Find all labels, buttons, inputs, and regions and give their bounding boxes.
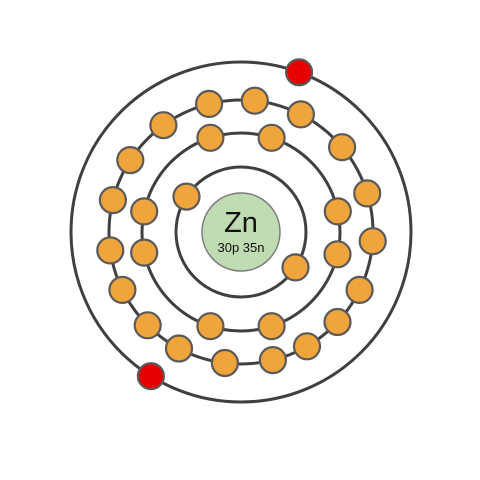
electron-shell-3	[98, 186, 128, 215]
electron-shell-2	[257, 123, 286, 152]
electron-shell-3	[292, 332, 322, 361]
nucleus-label: 30p 35n	[218, 240, 265, 255]
nucleus-circle	[201, 192, 281, 272]
orbit-shell-2	[140, 131, 342, 333]
electrons	[96, 58, 387, 391]
electron-shell-3	[164, 334, 194, 363]
electron-shell-3	[358, 227, 387, 256]
electron-shell-2	[130, 197, 159, 226]
electron-shell-3	[353, 179, 382, 208]
electron-shell-3	[210, 348, 239, 378]
element-symbol: Zn	[224, 207, 258, 239]
electron-shell-3	[96, 236, 125, 265]
nucleus: Zn 30p 35n	[201, 192, 281, 272]
electron-shell-3	[108, 275, 137, 304]
electron-shell-3	[240, 86, 269, 115]
electron-shell-3	[328, 133, 357, 162]
valence-electron-shell-4	[136, 362, 165, 391]
electron-shell-2	[323, 240, 352, 269]
electron-shell-3	[323, 307, 352, 337]
electron-shell-3	[149, 111, 178, 140]
valence-electron-shell-4	[285, 58, 314, 87]
electron-shell-3	[116, 146, 145, 175]
electron-shell-1	[172, 182, 201, 211]
electron-shell-3	[133, 311, 162, 340]
electron-shell-1	[281, 253, 310, 282]
electron-shell-2	[196, 312, 225, 341]
electron-shell-3	[258, 346, 287, 375]
electron-shell-2	[257, 312, 286, 341]
electron-shell-3	[345, 275, 374, 304]
electron-shell-2	[196, 123, 225, 152]
electron-shell-2	[323, 197, 352, 226]
electron-shell-2	[130, 238, 159, 267]
electron-shell-3	[195, 89, 224, 119]
orbit-shell-4	[69, 60, 413, 404]
electron-shell-3	[286, 100, 315, 129]
orbit-shell-1	[174, 165, 308, 299]
